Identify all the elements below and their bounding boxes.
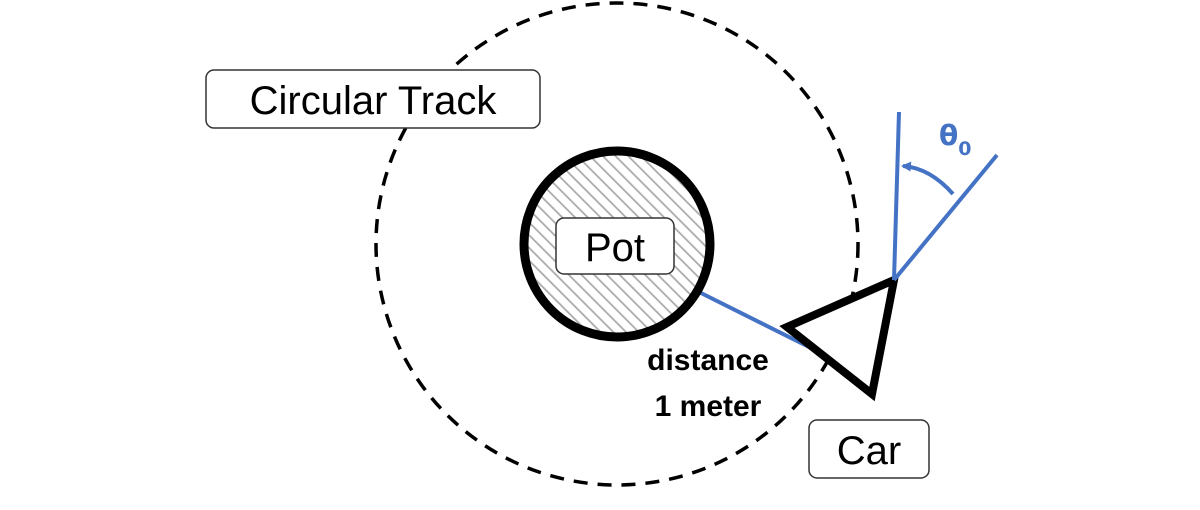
heading-line [892,153,999,282]
angle-label: θ0 [939,119,971,160]
pot-label-box [555,217,675,275]
angle-subscript: 0 [958,138,971,160]
distance-label-line2: 1 meter [655,390,762,423]
track-label-box [205,69,541,129]
angle-arc-arrow [901,161,955,196]
circular-track [374,1,860,487]
car-triangle [779,273,900,402]
distance-label-line1: distance [647,344,769,377]
pot-label: Pot [585,226,645,270]
car-label-box [808,419,930,479]
vertical-reference-line [892,111,901,281]
angle-symbol: θ [939,119,958,152]
car-label: Car [837,429,901,473]
track-label: Circular Track [250,79,498,123]
